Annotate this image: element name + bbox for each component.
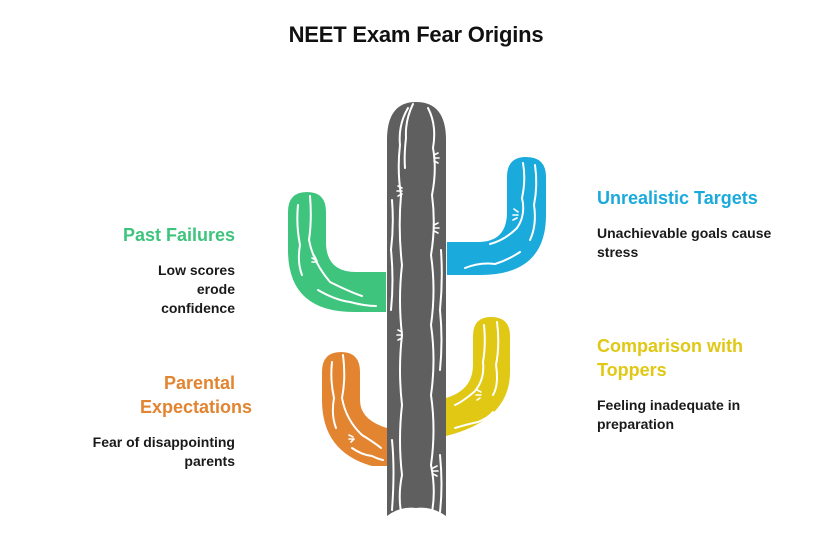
cactus-trunk <box>387 102 446 516</box>
label-parental-expectations: Parental Expectations Fear of disappoint… <box>60 371 253 471</box>
unrealistic-targets-description: Unachievable goals cause stress <box>597 225 772 260</box>
parental-expectations-arm <box>322 352 387 466</box>
unrealistic-targets-arm <box>447 157 546 275</box>
comparison-with-toppers-description: Feeling inadequate in preparation <box>597 397 741 432</box>
unrealistic-targets-heading: Unrealistic Targets <box>597 188 758 208</box>
label-past-failures: Past Failures Low scores erode confidenc… <box>60 223 235 318</box>
comparison-with-toppers-arm <box>446 317 510 436</box>
parental-expectations-heading: Parental Expectations <box>140 373 253 417</box>
past-failures-description: Low scores erode confidence <box>157 262 235 316</box>
label-comparison-with-toppers: Comparison with Toppers Feeling inadequa… <box>597 334 797 434</box>
parental-expectations-description: Fear of disappointing parents <box>92 434 235 469</box>
page-title: NEET Exam Fear Origins <box>288 22 544 47</box>
past-failures-arm <box>288 192 386 312</box>
label-unrealistic-targets: Unrealistic Targets Unachievable goals c… <box>597 186 797 262</box>
past-failures-heading: Past Failures <box>122 225 235 245</box>
comparison-with-toppers-heading: Comparison with Toppers <box>597 336 744 380</box>
